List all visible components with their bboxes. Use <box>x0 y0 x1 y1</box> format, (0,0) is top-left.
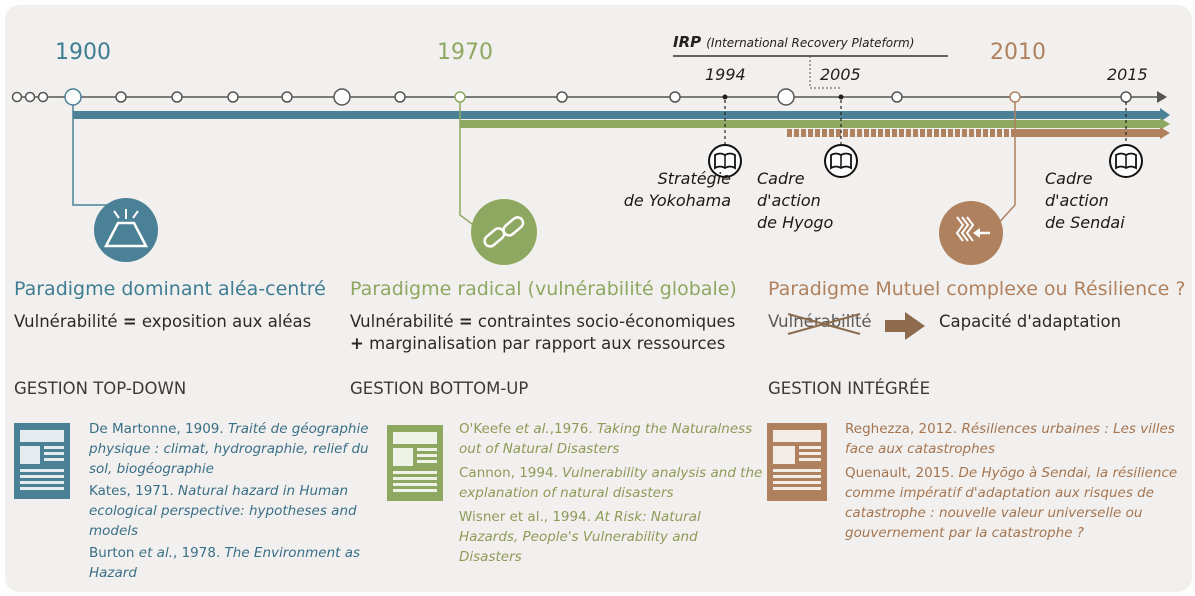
ref-middle-1: O'Keefe et al.,1976. Taking the Naturaln… <box>459 421 753 457</box>
vuln-right-crossed-word: Vulnérabilité <box>768 312 872 331</box>
milestone-hyogo-line1: Cadre <box>757 169 805 188</box>
year-2005: 2005 <box>820 65 861 84</box>
paradigm-title-right: Paradigme Mutuel complexe ou Résilience … <box>768 278 1186 300</box>
milestone-hyogo-line3: de Hyogo <box>757 213 834 232</box>
bar-brown-dashed <box>785 129 1015 137</box>
ref-left-3: Burton et al., 1978. The Environment as … <box>89 545 361 581</box>
milestone-sendai-line2: d'action <box>1045 191 1109 210</box>
irp-label: IRP (International Recovery Plateform) <box>673 32 914 51</box>
year-1994: 1994 <box>705 65 746 84</box>
document-icon-middle <box>387 425 443 501</box>
milestone-sendai-line1: Cadre <box>1045 169 1093 188</box>
year-2015: 2015 <box>1107 65 1148 84</box>
timeline-figure: 1900 1970 2010 1994 2005 2015 IRP (Inter… <box>5 5 1192 592</box>
vuln-left-eq: = <box>122 312 137 331</box>
vuln-left-rest: exposition aux aléas <box>141 312 312 331</box>
ref-middle-2: Cannon, 1994. Vulnerability analysis and… <box>459 465 763 501</box>
refs-left: De Martonne, 1909. Traité de géographie … <box>89 419 379 583</box>
vuln-left: Vulnérabilité = exposition aux aléas <box>14 311 311 333</box>
bar-green <box>460 120 1160 128</box>
gestion-right: GESTION INTÉGRÉE <box>768 379 931 398</box>
vuln-right-result: Capacité d'adaptation <box>939 312 1122 331</box>
timeline-graphic <box>11 55 1170 501</box>
bar-green-arrowhead <box>1160 118 1170 130</box>
bar-blue-arrowhead <box>1160 108 1170 122</box>
milestone-sendai: Cadre d'action de Sendai <box>1045 168 1125 234</box>
milestone-hyogo: Cadre d'action de Hyogo <box>757 168 833 234</box>
milestone-sendai-line3: de Sendai <box>1045 213 1125 232</box>
barrier-arrow-icon <box>939 201 1003 265</box>
vuln-middle-plus: + <box>350 334 364 353</box>
vuln-middle-word: Vulnérabilité <box>350 312 454 331</box>
milestone-hyogo-line2: d'action <box>757 191 821 210</box>
timeline-axis-arrowhead <box>1157 91 1167 103</box>
ref-right-2: Quenault, 2015. De Hyōgo à Sendai, la ré… <box>845 465 1178 541</box>
bar-blue <box>73 111 1163 119</box>
vuln-middle: Vulnérabilité = contraintes socio-économ… <box>350 311 735 355</box>
gestion-middle: GESTION BOTTOM-UP <box>350 379 529 398</box>
bar-brown <box>1015 129 1160 137</box>
timeline-nodes <box>11 88 1132 106</box>
chain-icon <box>471 199 537 265</box>
ref-left-1: De Martonne, 1909. Traité de géographie … <box>89 421 369 477</box>
cross-out-icon <box>787 313 861 335</box>
bar-brown-arrowhead <box>1160 127 1170 139</box>
irp-fullname: (International Recovery Plateform) <box>706 36 915 50</box>
connector-1900 <box>72 105 110 206</box>
refs-right: Reghezza, 2012. Résiliences urbaines : L… <box>845 419 1185 543</box>
gestion-left: GESTION TOP-DOWN <box>14 379 187 398</box>
arrow-right-icon <box>885 312 925 340</box>
document-icon-right <box>767 423 827 501</box>
irp-connector <box>809 56 841 89</box>
year-1900: 1900 <box>55 40 111 65</box>
irp-acronym: IRP <box>673 33 702 51</box>
vuln-right-crossed: Vulnérabilité <box>768 311 872 333</box>
vuln-middle-eq: = <box>458 312 473 331</box>
vuln-left-word: Vulnérabilité <box>14 312 118 331</box>
vuln-middle-rest2: marginalisation par rapport aux ressourc… <box>369 334 726 353</box>
paradigm-title-middle: Paradigme radical (vulnérabilité globale… <box>350 278 737 300</box>
refs-middle: O'Keefe et al.,1976. Taking the Naturaln… <box>459 419 764 567</box>
volcano-icon <box>94 198 158 262</box>
year-1970: 1970 <box>437 40 493 65</box>
milestone-yokohama: Stratégie de Yokohama <box>619 168 731 212</box>
document-icon-left <box>14 423 70 499</box>
milestone-yokohama-line1: Stratégie <box>657 169 731 188</box>
milestone-dots <box>722 94 844 100</box>
ref-middle-3: Wisner et al., 1994. At Risk: Natural Ha… <box>459 509 701 565</box>
open-book-icon-1994 <box>708 144 742 178</box>
paradigm-title-left: Paradigme dominant aléa-centré <box>14 278 326 300</box>
milestone-yokohama-line2: de Yokohama <box>623 191 731 210</box>
connector-2010 <box>994 102 1016 228</box>
ref-right-1: Reghezza, 2012. Résiliences urbaines : L… <box>845 421 1175 457</box>
ref-left-2: Kates, 1971. Natural hazard in Human eco… <box>89 483 357 539</box>
year-2010: 2010 <box>990 40 1046 65</box>
vuln-middle-rest: contraintes socio-économiques <box>477 312 736 331</box>
open-book-icon-2015 <box>1109 144 1143 178</box>
milestone-connectors <box>724 100 1127 145</box>
open-book-icon-2005 <box>824 144 858 178</box>
